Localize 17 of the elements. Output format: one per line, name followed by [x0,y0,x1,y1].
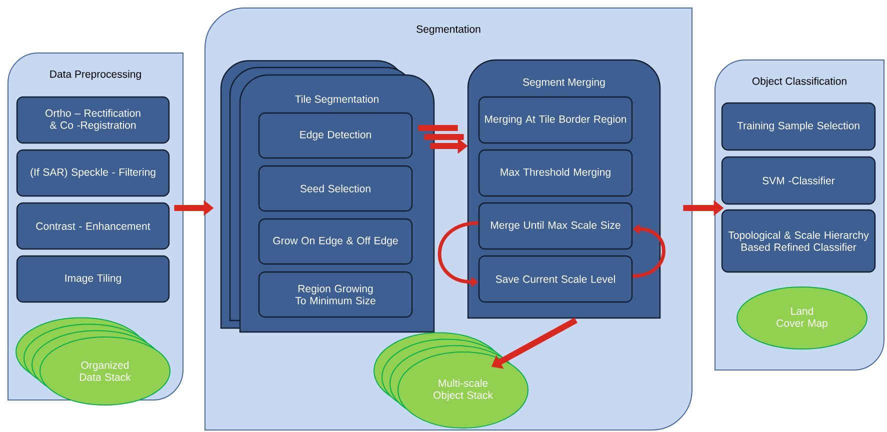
ellipse-stack: Organized Data Stack [16,317,170,406]
process-box: SVM -Classifier [721,156,876,205]
process-box: Topological & Scale Hierarchy Based Refined Classifier [721,209,876,273]
process-box: Ortho – Rectification & Co -Registration [16,96,170,144]
process-box: Training Sample Selection [721,102,876,151]
process-box: Seed Selection [258,165,413,212]
process-box: Max Threshold Merging [478,149,633,197]
process-box: Merging At Tile Border Region [478,96,633,144]
process-box: Edge Detection [258,112,413,159]
process-box: Region Growing To Minimum Size [258,271,413,318]
process-box: Merge Until Max Scale Size [478,202,633,250]
process-box: Contrast - Enhancement [16,202,170,250]
ellipse-stack: Multi-scale Object Stack [374,332,528,428]
process-box: Grow On Edge & Off Edge [258,218,413,265]
process-box: Image Tiling [16,255,170,303]
process-box: (If SAR) Speckle - Filtering [16,149,170,197]
process-box: Save Current Scale Level [478,255,633,303]
